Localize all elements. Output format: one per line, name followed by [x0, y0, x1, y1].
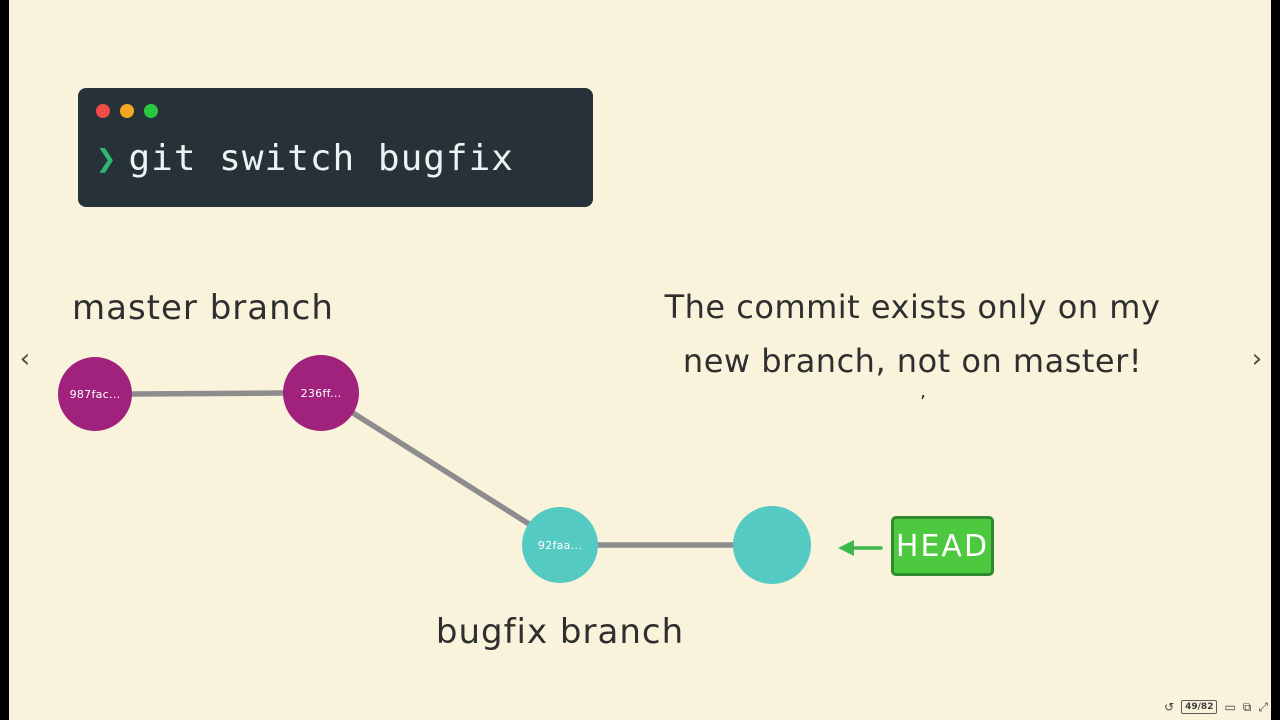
commit-id: 987fac... — [69, 387, 121, 401]
window-controls — [96, 104, 158, 118]
prompt-chevron-icon: ❯ — [96, 138, 117, 179]
annotation-line-2: new branch, not on master! — [682, 342, 1143, 380]
maximize-dot-icon — [144, 104, 158, 118]
commit-node-bugfix-2 — [733, 506, 811, 584]
master-branch-label: master branch — [72, 288, 334, 328]
replay-icon[interactable]: ↺ — [1164, 700, 1175, 714]
commit-node-master-1: 987fac... — [58, 357, 132, 431]
head-badge: HEAD — [891, 516, 994, 576]
player-controls: ↺ 49/82 ▭ ⧉ ⤢ — [1164, 700, 1268, 714]
letterbox-left — [0, 0, 9, 720]
terminal-command-line: ❯ git switch bugfix — [96, 138, 514, 179]
commit-node-master-2: 236ff... — [283, 355, 359, 431]
commit-id: 236ff... — [300, 386, 342, 400]
commit-node-bugfix-1: 92faa... — [522, 507, 598, 583]
next-slide-button[interactable]: › — [1251, 344, 1263, 374]
minimize-dot-icon — [120, 104, 134, 118]
annotation-line-1: The commit exists only on my — [664, 288, 1161, 326]
annotation-text: The commit exists only on my new branch,… — [650, 280, 1175, 388]
pip-icon[interactable]: ⧉ — [1242, 700, 1252, 714]
progress-counter: 49/82 — [1181, 700, 1218, 714]
terminal-window: ❯ git switch bugfix — [78, 88, 593, 207]
commit-id: 92faa... — [537, 538, 583, 552]
letterbox-right — [1271, 0, 1280, 720]
terminal-command-text: git switch bugfix — [128, 138, 514, 179]
previous-slide-button[interactable]: ‹ — [19, 344, 31, 374]
fullscreen-icon[interactable]: ⤢ — [1258, 700, 1268, 714]
captions-icon[interactable]: ▭ — [1224, 700, 1236, 714]
close-dot-icon — [96, 104, 110, 118]
bugfix-branch-label: bugfix branch — [435, 612, 685, 652]
pen-cursor-mark: ’ — [920, 392, 926, 413]
